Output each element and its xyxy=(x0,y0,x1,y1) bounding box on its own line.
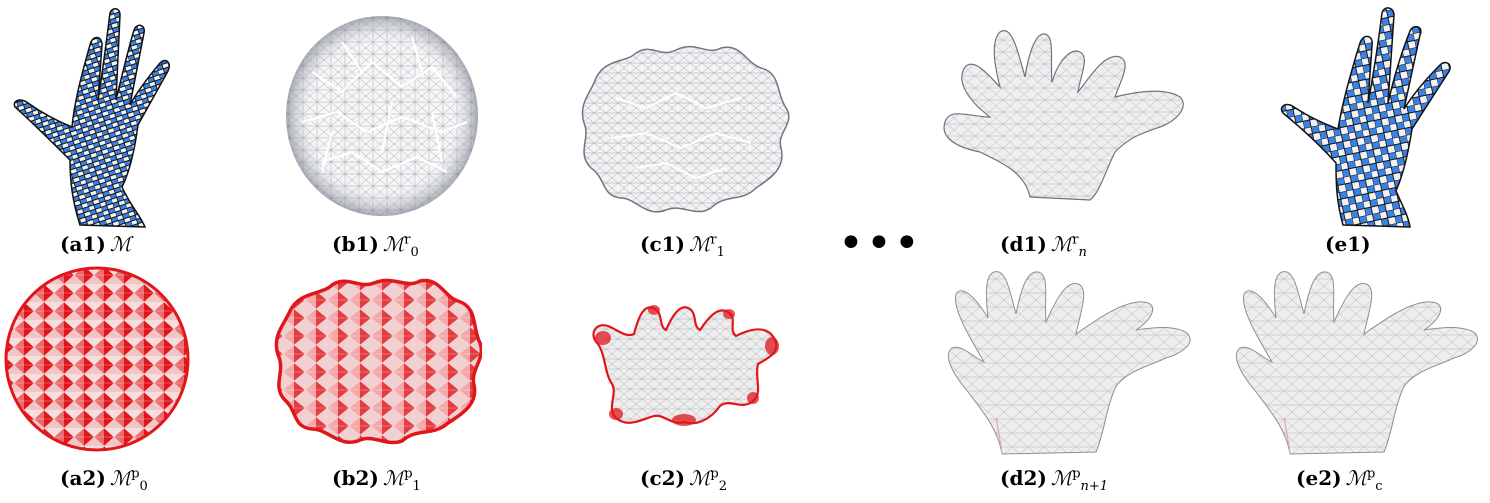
caption-e1: (e1) xyxy=(1325,232,1371,256)
ellipsis-dots: ••• xyxy=(838,218,922,269)
panel-c2-small-hand xyxy=(588,294,784,430)
caption-c2: (c2)ℳp2 xyxy=(640,466,728,494)
caption-e2: (e2)ℳpc xyxy=(1296,466,1383,494)
caption-a2: (a2)ℳp0 xyxy=(60,466,148,494)
caption-d2: (d2)ℳpn+1 xyxy=(1000,466,1109,494)
panel-c1-wavy-disk-wireframe xyxy=(576,38,796,218)
caption-d1: (d1)ℳrn xyxy=(1000,232,1087,260)
panel-d1-flat-hand-wireframe xyxy=(940,22,1190,202)
panel-e2-light-hand-final xyxy=(1228,258,1484,458)
panel-e1-checker-hand xyxy=(1278,5,1458,233)
caption-b1: (b1)ℳr0 xyxy=(332,232,419,260)
panel-b2-red-wavy-disk xyxy=(272,273,482,445)
panel-b1-disk-wireframe xyxy=(282,12,482,220)
caption-a1: (a1)ℳ xyxy=(60,232,132,256)
panel-a1-textured-hand xyxy=(10,5,180,233)
panel-d2-light-hand xyxy=(940,258,1200,458)
caption-b2: (b2)ℳp1 xyxy=(332,466,421,494)
caption-c1: (c1)ℳr1 xyxy=(640,232,725,260)
panel-a2-red-disk xyxy=(4,266,190,452)
